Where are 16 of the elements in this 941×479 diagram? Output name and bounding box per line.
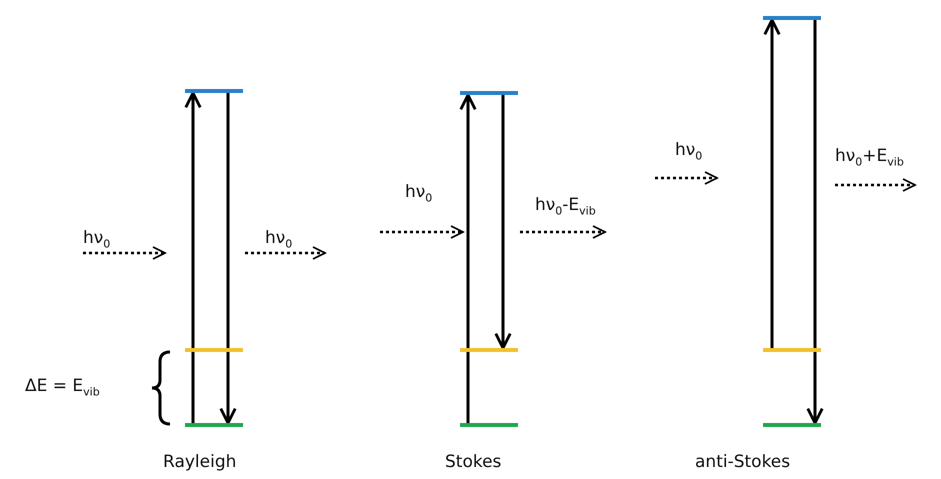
transition-arrow bbox=[219, 93, 237, 424]
transition-arrow bbox=[806, 20, 824, 424]
panel-title: Stokes bbox=[445, 452, 502, 472]
photon-energy-label: hν$_{0}$-E$_{vib}$ bbox=[535, 195, 596, 220]
panel-title: anti-Stokes bbox=[695, 452, 790, 472]
transition-arrow bbox=[184, 92, 202, 423]
photon-energy-label: hν$_{0}$+E$_{vib}$ bbox=[835, 146, 904, 170]
transition-arrow bbox=[494, 95, 512, 350]
photon-energy-label: hν$_{0}$ bbox=[83, 228, 110, 252]
photon-energy-label: hν$_{0}$ bbox=[405, 182, 432, 206]
transition-arrow bbox=[763, 18, 781, 348]
transition-arrow bbox=[459, 94, 477, 423]
panel-title: Rayleigh bbox=[163, 452, 236, 472]
energy-gap-label: ΔE = E$_{vib}$ bbox=[25, 376, 100, 400]
photon-energy-label: hν$_{0}$ bbox=[675, 140, 702, 164]
photon-energy-label: hν$_{0}$ bbox=[265, 228, 292, 252]
